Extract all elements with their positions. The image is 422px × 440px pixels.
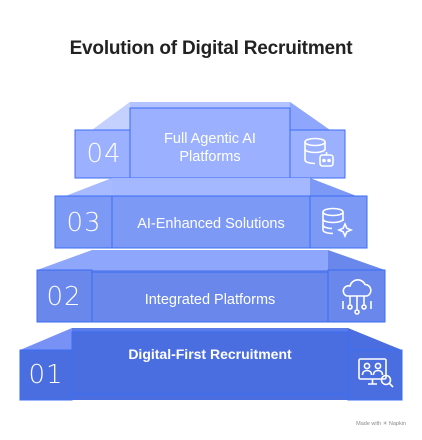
- database-robot-icon: [304, 137, 334, 167]
- step-02-label-text: Integrated Platforms: [144, 292, 276, 308]
- step-01-block: [19, 328, 403, 401]
- step-02-block: [36, 250, 386, 323]
- step-02-number: 02: [46, 282, 82, 312]
- step-04-number: 04: [86, 139, 122, 169]
- step-03-block: [54, 178, 368, 249]
- napkin-credit[interactable]: Made with ✳ Napkin: [356, 421, 406, 427]
- page-title: Evolution of Digital Recruitment: [69, 38, 353, 59]
- step-02-label: Integrated Platforms: [92, 276, 328, 324]
- step-01-label-text: Digital-First Recruitment: [128, 346, 292, 362]
- step-03-label: AI-Enhanced Solutions: [112, 200, 310, 248]
- monitor-people-icon: [358, 358, 394, 388]
- step-04-label: Full Agentic AI Platforms: [130, 126, 290, 170]
- step-04-block: [74, 102, 346, 179]
- step-03-label-text: AI-Enhanced Solutions: [137, 216, 285, 232]
- step-01-number: 01: [28, 360, 64, 390]
- step-04-label-line-2: Platforms: [179, 149, 241, 165]
- step-01-label: Digital-First Recruitment: [72, 332, 348, 376]
- step-03-number: 03: [66, 208, 102, 238]
- step-04-label-line-1: Full Agentic AI: [164, 131, 256, 147]
- database-sparkle-icon: [322, 207, 354, 239]
- cloud-network-icon: [342, 279, 372, 315]
